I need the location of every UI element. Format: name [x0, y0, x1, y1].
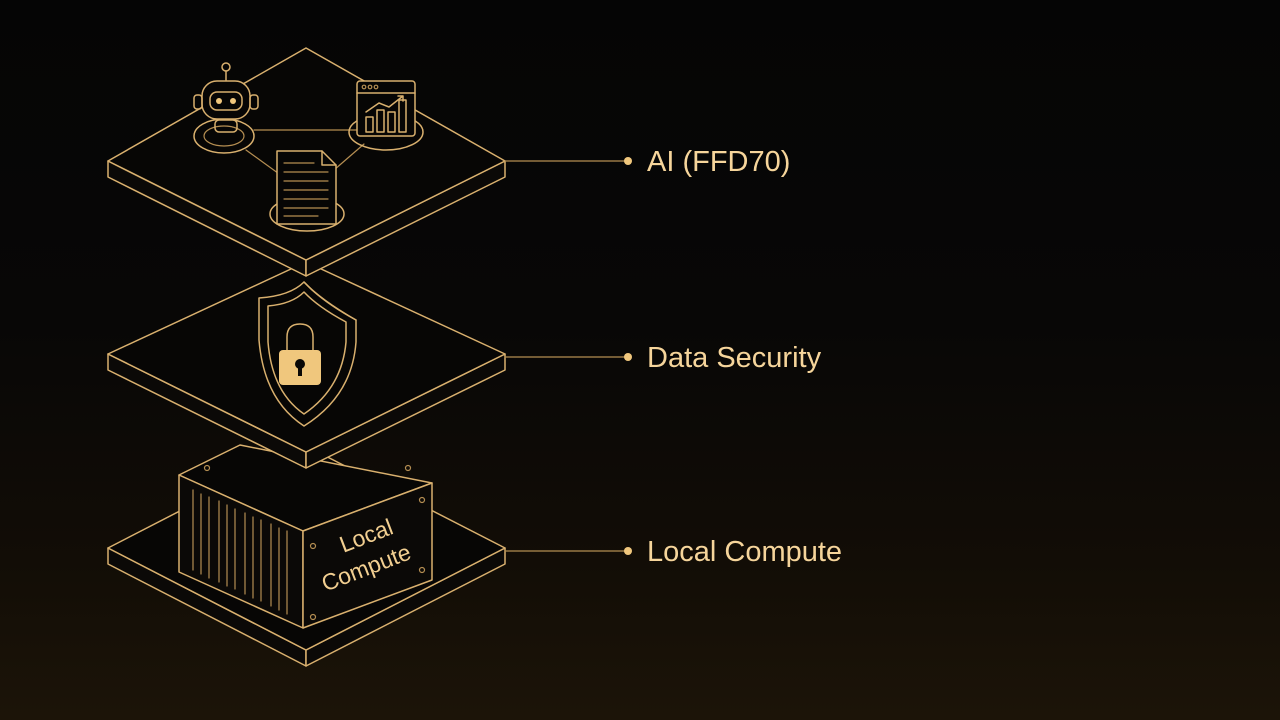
server-box: Local Compute: [178, 444, 433, 629]
analytics-chart-icon: [348, 80, 424, 151]
leader-lines: [504, 157, 632, 555]
leader-dot-ai: [624, 157, 632, 165]
leader-dot-compute: [624, 547, 632, 555]
label-ai: AI (FFD70): [647, 146, 790, 178]
server-vents: [192, 489, 288, 615]
label-data-security: Data Security: [647, 342, 822, 374]
label-local-compute: Local Compute: [647, 536, 842, 568]
shield-lock-icon: [258, 281, 357, 427]
document-icon: [269, 150, 345, 232]
leader-dot-security: [624, 353, 632, 361]
robot-icon: [193, 62, 259, 154]
